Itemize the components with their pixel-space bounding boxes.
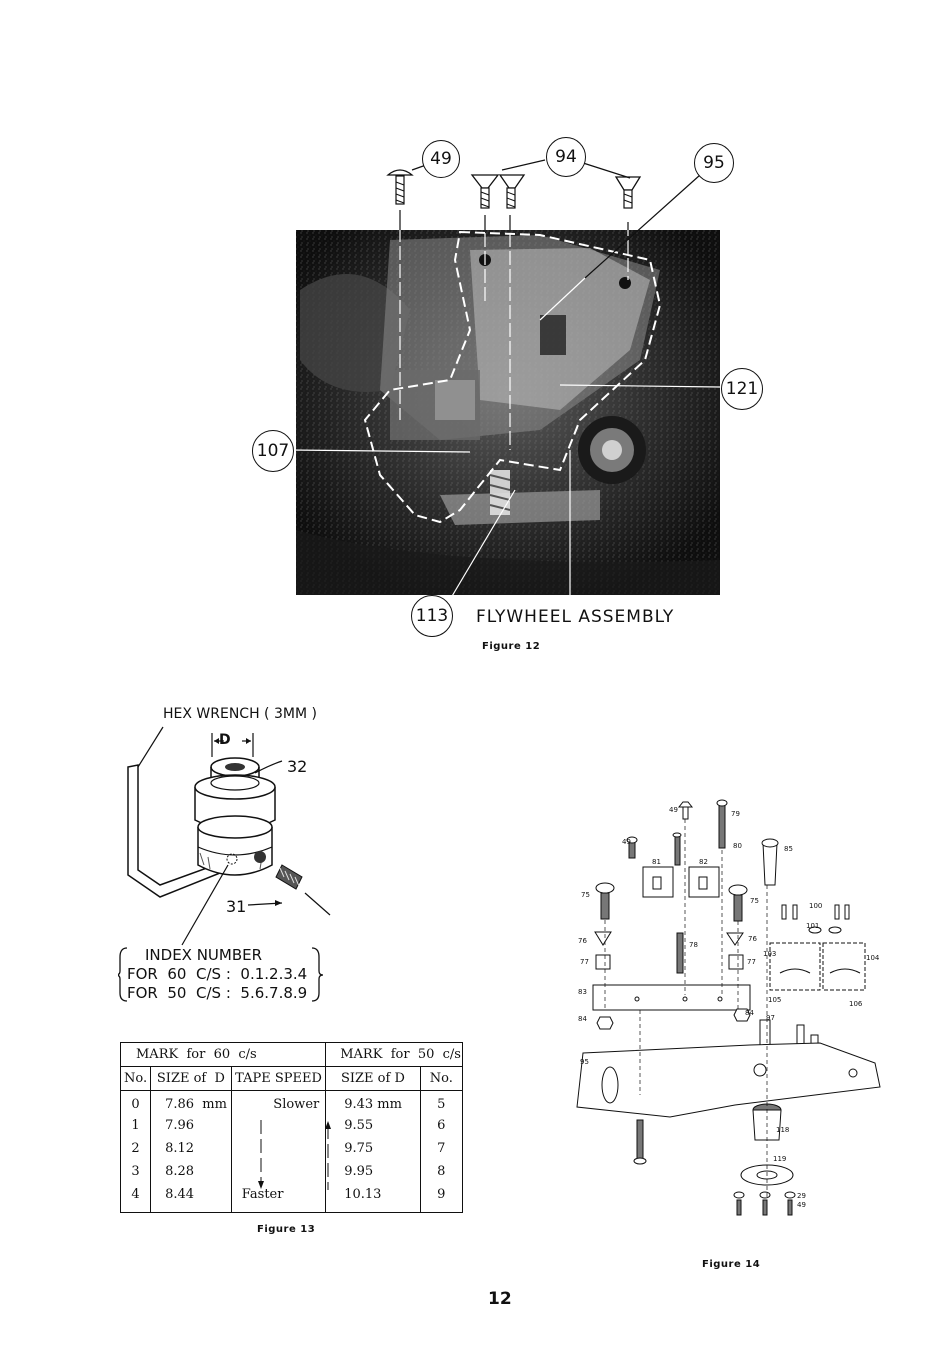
part-num-29: 29 xyxy=(797,1192,806,1200)
part-num-75a: 75 xyxy=(581,891,590,899)
part-num-119: 119 xyxy=(773,1155,787,1163)
col-header-size-right: SIZE of D xyxy=(325,1066,421,1091)
part-num-101: 101 xyxy=(806,922,820,930)
part-num-76a: 76 xyxy=(578,937,587,945)
table-row: 4 8.44 Faster 10.13 9 xyxy=(119,1182,464,1213)
part-num-75b: 75 xyxy=(750,897,759,905)
part-num-49b: 49 xyxy=(622,838,631,846)
part-num-97: 97 xyxy=(766,1014,775,1022)
screw-icon xyxy=(386,169,414,205)
part-num-103: 103 xyxy=(763,950,777,958)
part-num-49a: 49 xyxy=(669,806,678,814)
index-braces xyxy=(118,947,323,1002)
index-60-cs: FOR 60 C/S : 0.1.2.3.4 xyxy=(127,965,308,983)
pulley-drawing xyxy=(127,726,331,946)
part-num-80: 80 xyxy=(733,842,742,850)
header-60cs: MARK for 60 c/s xyxy=(119,1042,326,1067)
figure-14-caption: Figure 14 xyxy=(702,1259,761,1270)
part-num-81: 81 xyxy=(652,858,661,866)
part-num-83: 83 xyxy=(578,988,587,996)
index-50-cs: FOR 50 C/S : 5.6.7.8.9 xyxy=(127,984,308,1002)
callout-95: 95 xyxy=(694,143,734,183)
page-number: 12 xyxy=(488,1289,512,1309)
part-num-79: 79 xyxy=(731,810,740,818)
part-num-82: 82 xyxy=(699,858,708,866)
figure-13-caption: Figure 13 xyxy=(257,1224,316,1235)
pulley-icon xyxy=(194,757,276,876)
table-row: 1 7.96 9.55 6 xyxy=(119,1113,464,1137)
dimension-d-label: D xyxy=(219,732,231,748)
part-num-118: 118 xyxy=(776,1126,790,1134)
part-num-106: 106 xyxy=(849,1000,863,1008)
col-header-size-left: SIZE of D xyxy=(150,1066,232,1091)
figure-12-caption: Figure 12 xyxy=(482,641,541,652)
part-num-85: 85 xyxy=(784,845,793,853)
callout-113: 113 xyxy=(411,595,453,637)
part-num-78: 78 xyxy=(689,941,698,949)
set-screw-icon xyxy=(275,864,331,916)
callout-94: 94 xyxy=(546,137,586,177)
part-32-label: 32 xyxy=(287,757,308,776)
col-header-tape-speed: TAPE SPEED xyxy=(231,1066,327,1091)
table-row: 0 7.86 mm Slower 9.43 mm 5 xyxy=(119,1090,464,1114)
part-num-77a: 77 xyxy=(580,958,589,966)
col-header-no-right: No. xyxy=(420,1066,464,1091)
callout-121: 121 xyxy=(721,368,763,410)
flywheel-photo-diagram xyxy=(289,159,721,609)
part-num-77b: 77 xyxy=(747,958,756,966)
figure-12-title: FLYWHEEL ASSEMBLY xyxy=(476,607,675,627)
part-num-76b: 76 xyxy=(748,935,757,943)
hex-wrench-label: HEX WRENCH ( 3MM ) xyxy=(163,706,317,722)
mark-table: MARK for 60 c/s MARK for 50 c/s No. SIZE… xyxy=(119,1042,464,1213)
part-num-84b: 84 xyxy=(745,1009,754,1017)
index-number-title: INDEX NUMBER xyxy=(145,946,263,964)
exploded-view-drawing xyxy=(576,799,881,1216)
part-num-105: 105 xyxy=(768,996,782,1004)
part-num-100: 100 xyxy=(809,902,823,910)
table-row: 3 8.28 9.95 8 xyxy=(119,1159,464,1183)
speed-arrows xyxy=(258,1120,331,1190)
part-num-84a: 84 xyxy=(578,1015,587,1023)
table-row: 2 8.12 9.75 7 xyxy=(119,1136,464,1160)
callout-49: 49 xyxy=(422,140,460,178)
header-50cs: MARK for 50 c/s xyxy=(325,1042,463,1067)
callout-107: 107 xyxy=(252,430,294,472)
part-num-49c: 49 xyxy=(797,1201,806,1209)
part-num-104: 104 xyxy=(866,954,880,962)
col-header-no-left: No. xyxy=(119,1066,152,1091)
part-num-95: 95 xyxy=(580,1058,589,1066)
part-31-label: 31 xyxy=(226,897,247,916)
